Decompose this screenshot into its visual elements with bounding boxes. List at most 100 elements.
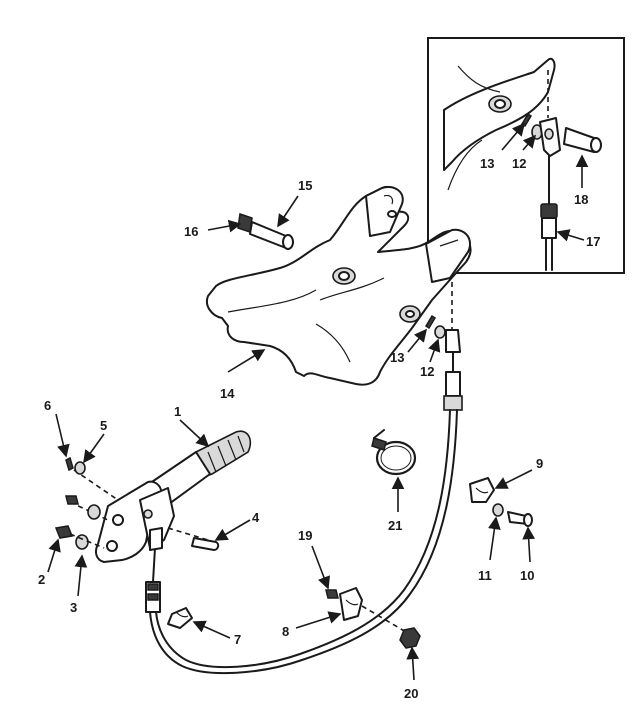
clamp-9-body [469, 477, 495, 503]
cable-sheath-a [155, 409, 451, 669]
leader-13-main [407, 328, 428, 353]
leader-10 [522, 526, 536, 563]
callout-3: 3 [70, 600, 77, 615]
leader-13-inset [501, 122, 526, 151]
callout-11: 11 [478, 568, 492, 583]
callout-5: 5 [100, 418, 107, 433]
cable-lower-nut-1 [147, 583, 159, 591]
leader-12-main [428, 338, 441, 363]
tie-strap-tail [373, 429, 385, 439]
cotter-pin-6 [65, 456, 74, 472]
leader-19 [311, 545, 330, 590]
tie-strap-inner [380, 445, 412, 471]
callout-20: 20 [404, 686, 418, 701]
tie-strap-head [371, 437, 387, 451]
bracket-front-ear [425, 228, 471, 283]
bolt-10-head [523, 513, 533, 527]
inset-cable-ferrule [541, 217, 557, 239]
callout-2: 2 [38, 572, 45, 587]
brake-bracket [206, 186, 472, 386]
nut-20 [399, 627, 421, 649]
clamp-8-curve [345, 599, 359, 606]
cable-clamp-8 [295, 545, 421, 681]
callout-7: 7 [234, 632, 241, 647]
bracket-depth-edge-1 [227, 289, 317, 313]
upper-bolt-washer [87, 504, 101, 520]
leader-12-inset [522, 134, 537, 151]
leader-11 [488, 516, 501, 561]
leader-5 [83, 433, 105, 464]
hardware-line-2-3 [69, 533, 105, 549]
clamp-9-curve [475, 487, 489, 494]
cable-clamp-9 [469, 469, 536, 563]
lever-hardware [47, 413, 251, 597]
inset-bracket-edge [457, 65, 501, 93]
lever-cable-clevis [149, 527, 163, 551]
leader-1 [179, 419, 210, 448]
lever-mount-hole-2 [106, 540, 118, 552]
cable-clip-7 [167, 607, 231, 639]
leader-3 [74, 554, 88, 597]
leader-15 [277, 195, 299, 228]
cable-lower-rod [152, 547, 156, 583]
callout-4: 4 [252, 510, 260, 525]
leader-9 [494, 469, 533, 489]
cable-top-boot [443, 395, 463, 411]
bracket-depth-edge-2 [319, 277, 385, 301]
pivot-pin-end [282, 234, 294, 250]
callout-8: 8 [282, 624, 289, 639]
callout-16: 16 [184, 224, 198, 239]
bracket-cotter-pin [424, 314, 437, 330]
leader-7 [192, 620, 231, 639]
leader-16 [207, 219, 242, 233]
callout-18: 18 [574, 192, 588, 207]
cable-top-ferrule [445, 371, 461, 397]
washer-5 [74, 461, 86, 475]
brake-cable [145, 329, 463, 675]
tie-strap-loop [375, 440, 417, 476]
pivot-pin-clip [237, 213, 253, 233]
leader-20 [406, 646, 420, 681]
inset-bracket-edge-lower [447, 139, 483, 191]
upper-bolt-head [65, 495, 79, 505]
bracket-pivot-bore [338, 271, 350, 281]
callout-14: 14 [220, 386, 235, 401]
callout-10: 10 [520, 568, 534, 583]
callout-6: 6 [44, 398, 51, 413]
callout-15: 15 [298, 178, 312, 193]
bracket-clevis-bore [405, 310, 415, 318]
inset-bracket-end [443, 57, 556, 171]
callout-21: 21 [388, 518, 402, 533]
pin-4 [191, 537, 220, 551]
leader-8 [295, 611, 342, 629]
callout-12-inset: 12 [512, 156, 526, 171]
leader-2 [47, 538, 61, 573]
callout-1: 1 [174, 404, 181, 419]
clip-7-curve [175, 611, 189, 618]
bolt-19 [325, 589, 339, 599]
lever-grip-ridges [207, 435, 245, 473]
inset-clevis-hole [544, 128, 554, 140]
bracket-upper-ear [365, 186, 404, 237]
inset-clevis-pin-head [590, 137, 602, 153]
lever-mount-hole-1 [112, 514, 124, 526]
bracket-ear-detail [383, 194, 394, 205]
callout-labels: 1 2 3 4 5 6 7 8 9 10 11 12 13 12 13 14 1… [38, 156, 600, 701]
hardware-line-4 [167, 527, 209, 541]
pivot-pin-assembly [207, 195, 299, 250]
callout-9: 9 [536, 456, 543, 471]
inset-adjuster-nut [540, 203, 558, 219]
washer-11 [492, 503, 504, 517]
inset-pivot-bore [494, 99, 506, 109]
bolt-2 [54, 525, 74, 539]
leader-17 [556, 229, 585, 242]
leader-4 [214, 519, 251, 541]
cable-top-clevis [445, 329, 461, 353]
tie-strap-21 [371, 429, 417, 512]
washer-3 [75, 534, 89, 550]
bracket-depth-edge-3 [315, 323, 351, 363]
callout-13-inset: 13 [480, 156, 494, 171]
callout-13-main: 13 [390, 350, 404, 365]
